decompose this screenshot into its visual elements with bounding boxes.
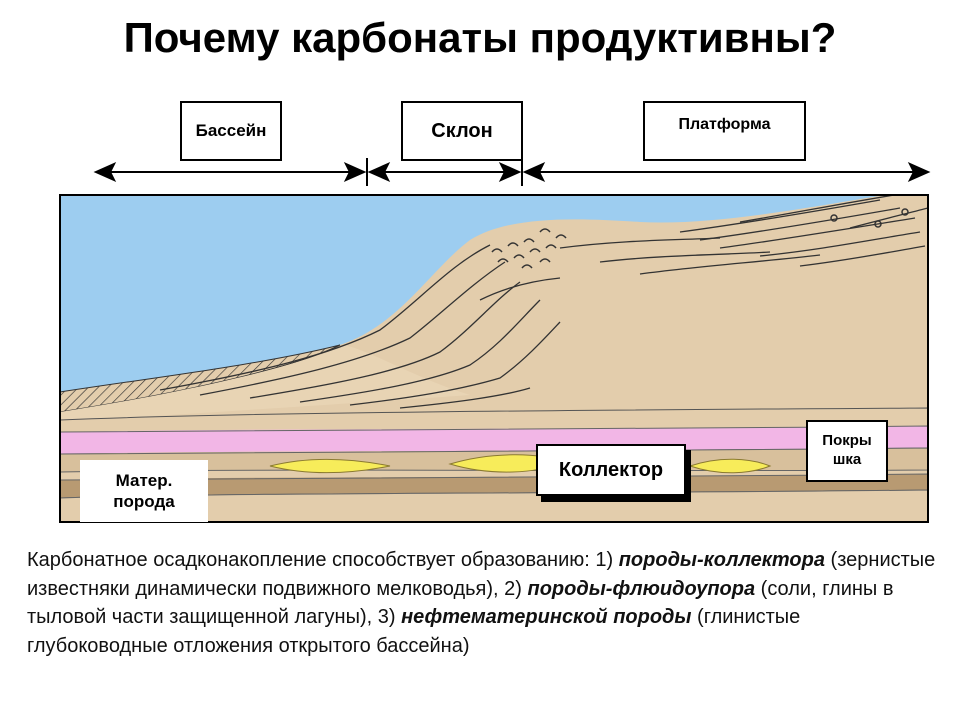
slope-label-text: Склон	[431, 119, 493, 142]
platform-label-text: Платформа	[678, 116, 771, 133]
basin-label-text: Бассейн	[195, 121, 267, 141]
seal-label: Покры шка	[806, 420, 888, 482]
caption-part2: (зернистые известняки динамически подвиж…	[27, 549, 936, 600]
seal-line2: шка	[832, 451, 862, 468]
reservoir-lenses	[269, 454, 772, 474]
seal-line1: Покры	[822, 432, 872, 450]
reservoir-label: Коллектор	[536, 444, 686, 496]
caption-part3: (соли, глины в тыловой части защищенной …	[27, 577, 894, 629]
caption-part1: Карбонатное осадконакопление способствуе…	[27, 549, 619, 571]
source-rock-line1: Матер.	[115, 470, 173, 490]
basin-label: Бассейн	[180, 101, 282, 161]
source-rock-label: Матер. порода	[80, 460, 208, 522]
slope-label: Склон	[401, 101, 523, 161]
caption-term-source: нефтематеринской породы	[401, 606, 692, 628]
zone-arrows	[93, 158, 931, 186]
caption-text: Карбонатное осадконакопление способствуе…	[27, 546, 937, 660]
source-rock-line2: порода	[113, 492, 175, 511]
caption-term-seal: породы-флюидоупора	[527, 577, 756, 600]
platform-label: Платформа	[643, 101, 806, 161]
page-title: Почему карбонаты продуктивны?	[123, 14, 837, 61]
shoal-grains	[491, 208, 909, 269]
caption-part4: (глинистые глубоководные отложения откры…	[27, 606, 801, 657]
slope-bedding-lines	[159, 195, 928, 409]
caption-term-reservoir: породы-коллектора	[618, 549, 825, 571]
basin-shale-wedge	[60, 344, 341, 413]
reservoir-label-text: Коллектор	[558, 458, 664, 481]
